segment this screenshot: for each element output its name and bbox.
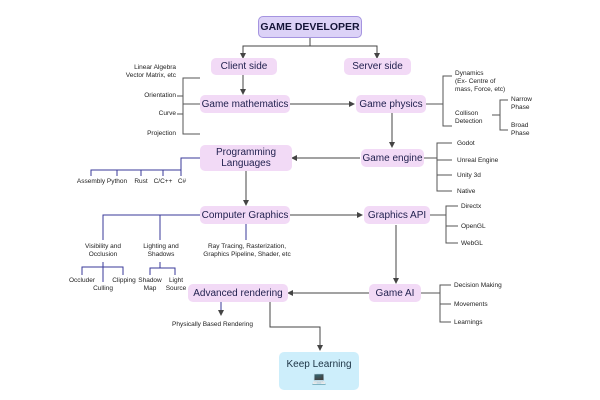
game-ai-node: Game AI <box>369 284 421 302</box>
keep-learning-label: Keep Learning <box>286 358 352 370</box>
game-mathematics-node: Game mathematics <box>200 95 290 113</box>
keep-learning-node: Keep Learning 💻 <box>279 352 359 390</box>
graphics-topic-raytracing: Ray Tracing, Rasterization, Graphics Pip… <box>203 243 291 258</box>
graphics-topic-occluder: Occluder <box>68 277 95 284</box>
graphics-topic-visibility: Visibility and Occlusion <box>84 243 121 258</box>
title-split-line-right <box>310 45 380 59</box>
advanced-rendering-node: Advanced rendering <box>188 284 288 302</box>
ai-decision-making: Decision Making <box>454 282 502 289</box>
graphics-topic-culling: Culling <box>93 285 113 292</box>
programming-languages-node: Programming Languages <box>200 145 292 171</box>
language-c-cpp: C/C++ <box>153 178 173 185</box>
language-rust: Rust <box>134 178 148 185</box>
graphics-topic-lighting: Lighting and Shadows <box>143 243 179 258</box>
math-topic-linear-algebra: Linear Algebra Vector Matrix, etc <box>125 64 176 79</box>
collision-bracket <box>499 99 508 131</box>
engines-bracket <box>436 142 452 192</box>
languages-tree <box>180 157 200 170</box>
laptop-person-icon: 💻 <box>311 370 327 385</box>
engine-native: Native <box>457 188 476 195</box>
language-csharp: C# <box>177 178 187 185</box>
math-topic-orientation: Orientation <box>144 92 176 99</box>
api-bracket <box>445 205 458 244</box>
game-engine-node: Game engine <box>361 149 424 167</box>
visibility-subtree <box>81 262 104 275</box>
graphics-topics-tree <box>102 214 200 240</box>
api-directx: Directx <box>461 203 482 210</box>
ai-movements: Movements <box>454 301 488 308</box>
computer-graphics-node: Computer Graphics <box>200 206 290 224</box>
title-split-line <box>240 38 311 59</box>
api-opengl: OpenGL <box>461 223 486 230</box>
math-topic-curve: Curve <box>158 110 176 117</box>
math-topic-projection: Projection <box>147 130 176 137</box>
title-node: GAME DEVELOPER <box>258 16 362 38</box>
math-topics-bracket <box>182 77 200 135</box>
graphics-topic-light-source: Light Source <box>165 277 187 292</box>
ai-learnings: Learnings <box>454 319 483 326</box>
engine-unity: Unity 3d <box>457 172 481 179</box>
physics-topic-collision: Collison Detection <box>455 110 483 125</box>
language-assembly: Assembly <box>76 178 106 185</box>
server-side-node: Server side <box>344 58 411 75</box>
lighting-subtree <box>149 262 161 275</box>
game-physics-node: Game physics <box>356 95 426 113</box>
physics-topic-broad-phase: Broad Phase <box>511 122 530 137</box>
engine-godot: Godot <box>457 140 475 147</box>
physics-topic-narrow-phase: Narrow Phase <box>511 96 532 111</box>
client-side-node: Client side <box>211 58 277 75</box>
graphics-topic-clipping: Clipping <box>112 277 136 284</box>
graphics-api-node: Graphics API <box>364 206 430 224</box>
physics-topic-dynamics: Dynamics (Ex- Centre of mass, Force, etc… <box>455 70 506 93</box>
api-webgl: WebGL <box>461 240 483 247</box>
rendering-topic-pbr: Physically Based Rendering <box>172 321 253 328</box>
graphics-topic-shadow-map: Shadow Map <box>138 277 162 292</box>
physics-topics-bracket <box>442 75 452 127</box>
engine-unreal: Unreal Engine <box>457 157 499 164</box>
rendering-to-keep-arrow <box>269 302 323 351</box>
language-python: Python <box>106 178 128 185</box>
